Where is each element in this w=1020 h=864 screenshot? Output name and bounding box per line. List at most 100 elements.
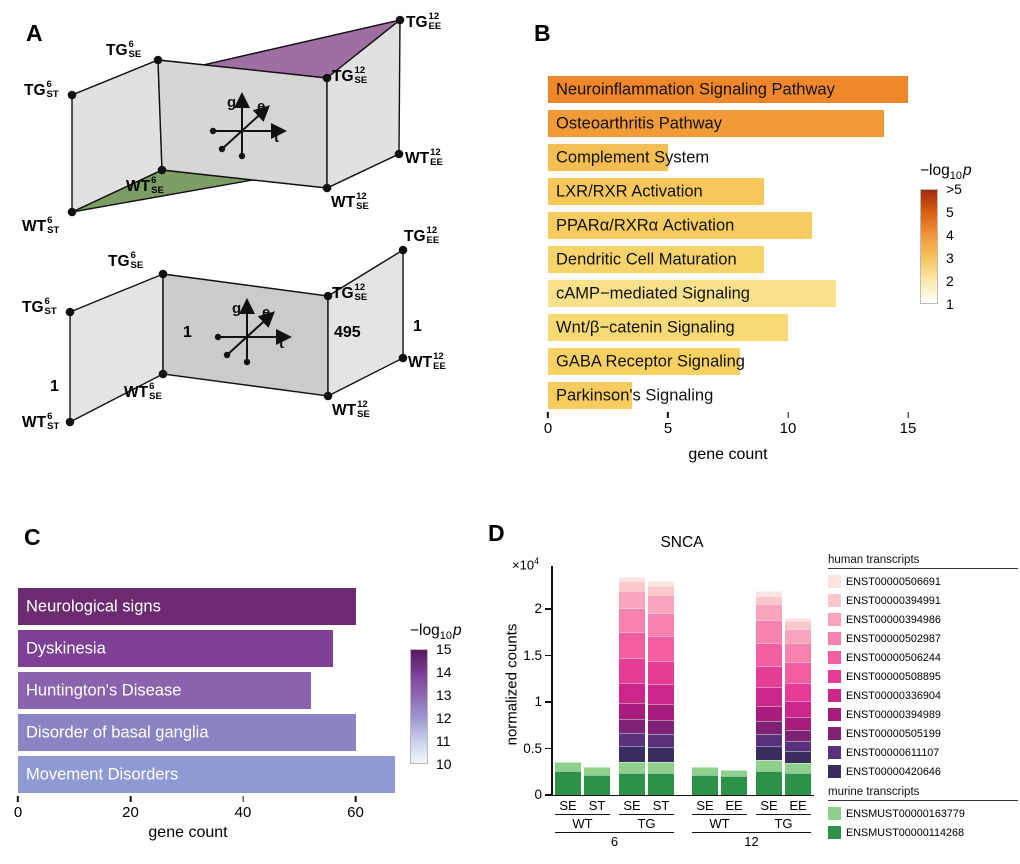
legend-entry: ENST00000394986 bbox=[828, 610, 1018, 629]
genotype-text: WT bbox=[22, 413, 47, 431]
legend-title-prefix: −log bbox=[410, 622, 440, 639]
axis-t-label: t bbox=[279, 335, 284, 352]
legend-tick-label: 15 bbox=[436, 641, 452, 658]
stacked-bar bbox=[619, 576, 645, 795]
legend-title: −log10p bbox=[410, 622, 466, 642]
bar bbox=[18, 588, 356, 625]
murine-transcripts-header: murine transcripts bbox=[828, 786, 1018, 801]
time-sup: 12 bbox=[356, 191, 367, 202]
stacked-bar bbox=[648, 581, 674, 795]
corner-dots bbox=[65, 245, 408, 427]
bar bbox=[548, 280, 836, 307]
legend-entry: ENST00000505199 bbox=[828, 724, 1018, 743]
deg-count-right: 1 bbox=[413, 318, 422, 335]
genotype-label: WT bbox=[572, 816, 593, 831]
bar-segment bbox=[692, 774, 718, 795]
time-sup: 6 bbox=[47, 411, 53, 422]
disease-bar-row: Movement Disorders bbox=[18, 756, 395, 793]
genotype-text: WT bbox=[405, 149, 430, 167]
transcript-name: ENST00000508895 bbox=[846, 670, 941, 683]
env-sub: EE bbox=[426, 235, 440, 247]
x-tick: 5 bbox=[664, 412, 672, 437]
bottom-design-cube: g e t bbox=[65, 245, 408, 427]
genotype-text: TG bbox=[22, 298, 44, 316]
axis-g-label: g bbox=[232, 300, 241, 317]
bar-segment bbox=[785, 621, 811, 629]
genotype-label: TG bbox=[637, 816, 656, 831]
x-tick-mark bbox=[242, 796, 244, 802]
time-sup: 12 bbox=[433, 351, 444, 362]
y-tick-mark bbox=[545, 608, 551, 610]
bar-segment bbox=[648, 684, 674, 704]
bar-label: Neurological signs bbox=[26, 597, 161, 615]
legend-swatch bbox=[828, 575, 841, 588]
transcript-name: ENST00000506244 bbox=[846, 651, 941, 664]
bar-label: Neuroinflammation Signaling Pathway bbox=[556, 80, 835, 98]
genotype-underline bbox=[692, 814, 747, 816]
bar bbox=[18, 630, 333, 667]
genotype-underline bbox=[619, 814, 674, 816]
legend-swatch bbox=[828, 632, 841, 645]
bar-segment bbox=[619, 576, 645, 582]
time-sup: 6 bbox=[149, 381, 155, 392]
pathway-bar-row: Dendritic Cell Maturation bbox=[548, 246, 908, 273]
bar-segment bbox=[756, 770, 782, 795]
x-tick-label: 0 bbox=[543, 420, 553, 437]
time-sup: 12 bbox=[357, 399, 368, 410]
ee-face-counts bbox=[327, 248, 404, 398]
bar-segment bbox=[584, 767, 610, 775]
x-tick-mark bbox=[354, 796, 357, 802]
legend-gradient bbox=[410, 649, 428, 765]
x-tick-label: 40 bbox=[234, 804, 252, 821]
x-tick: 10 bbox=[780, 412, 796, 437]
genotype-label: WT bbox=[709, 816, 730, 831]
bar-segment bbox=[785, 741, 811, 752]
legend-entry: ENST00000502987 bbox=[828, 629, 1018, 648]
corner-dots bbox=[67, 15, 405, 217]
x-tick: 40 bbox=[234, 796, 252, 821]
bar-segment bbox=[648, 703, 674, 720]
bar-segment bbox=[756, 733, 782, 746]
bar-segment bbox=[619, 718, 645, 733]
bar bbox=[548, 246, 764, 273]
bar-label: Dendritic Cell Maturation bbox=[556, 250, 737, 268]
legend-entry: ENSMUST00000163779 bbox=[828, 804, 1018, 823]
bar bbox=[548, 144, 668, 171]
pathway-bar-row: PPARα/RXRα Activation bbox=[548, 212, 908, 239]
genotype-text: WT bbox=[408, 353, 433, 371]
genotype-text: WT bbox=[331, 193, 356, 211]
bar-segment bbox=[785, 662, 811, 683]
legend-swatch bbox=[828, 613, 841, 626]
env-sub: EE bbox=[430, 157, 443, 169]
bar-label: Disorder of basal ganglia bbox=[26, 723, 209, 741]
bar-segment bbox=[619, 608, 645, 633]
y-tick-label: 2 bbox=[534, 601, 542, 616]
pathway-bar-row: Neuroinflammation Signaling Pathway bbox=[548, 76, 908, 103]
y-tick-label: 1 bbox=[534, 694, 542, 709]
legend-tick-label: 3 bbox=[946, 250, 954, 267]
legend-swatch bbox=[828, 746, 841, 759]
bar-segment bbox=[648, 746, 674, 762]
genotype-text: WT bbox=[22, 217, 47, 235]
legend-tick-label: >5 bbox=[946, 181, 962, 198]
pathway-bar-row: Complement System bbox=[548, 144, 908, 171]
transcript-name: ENST00000394991 bbox=[846, 594, 941, 607]
genotype-text: TG bbox=[332, 67, 354, 85]
c-x-axis-title: gene count bbox=[148, 824, 228, 841]
env-label: SE bbox=[696, 798, 714, 813]
